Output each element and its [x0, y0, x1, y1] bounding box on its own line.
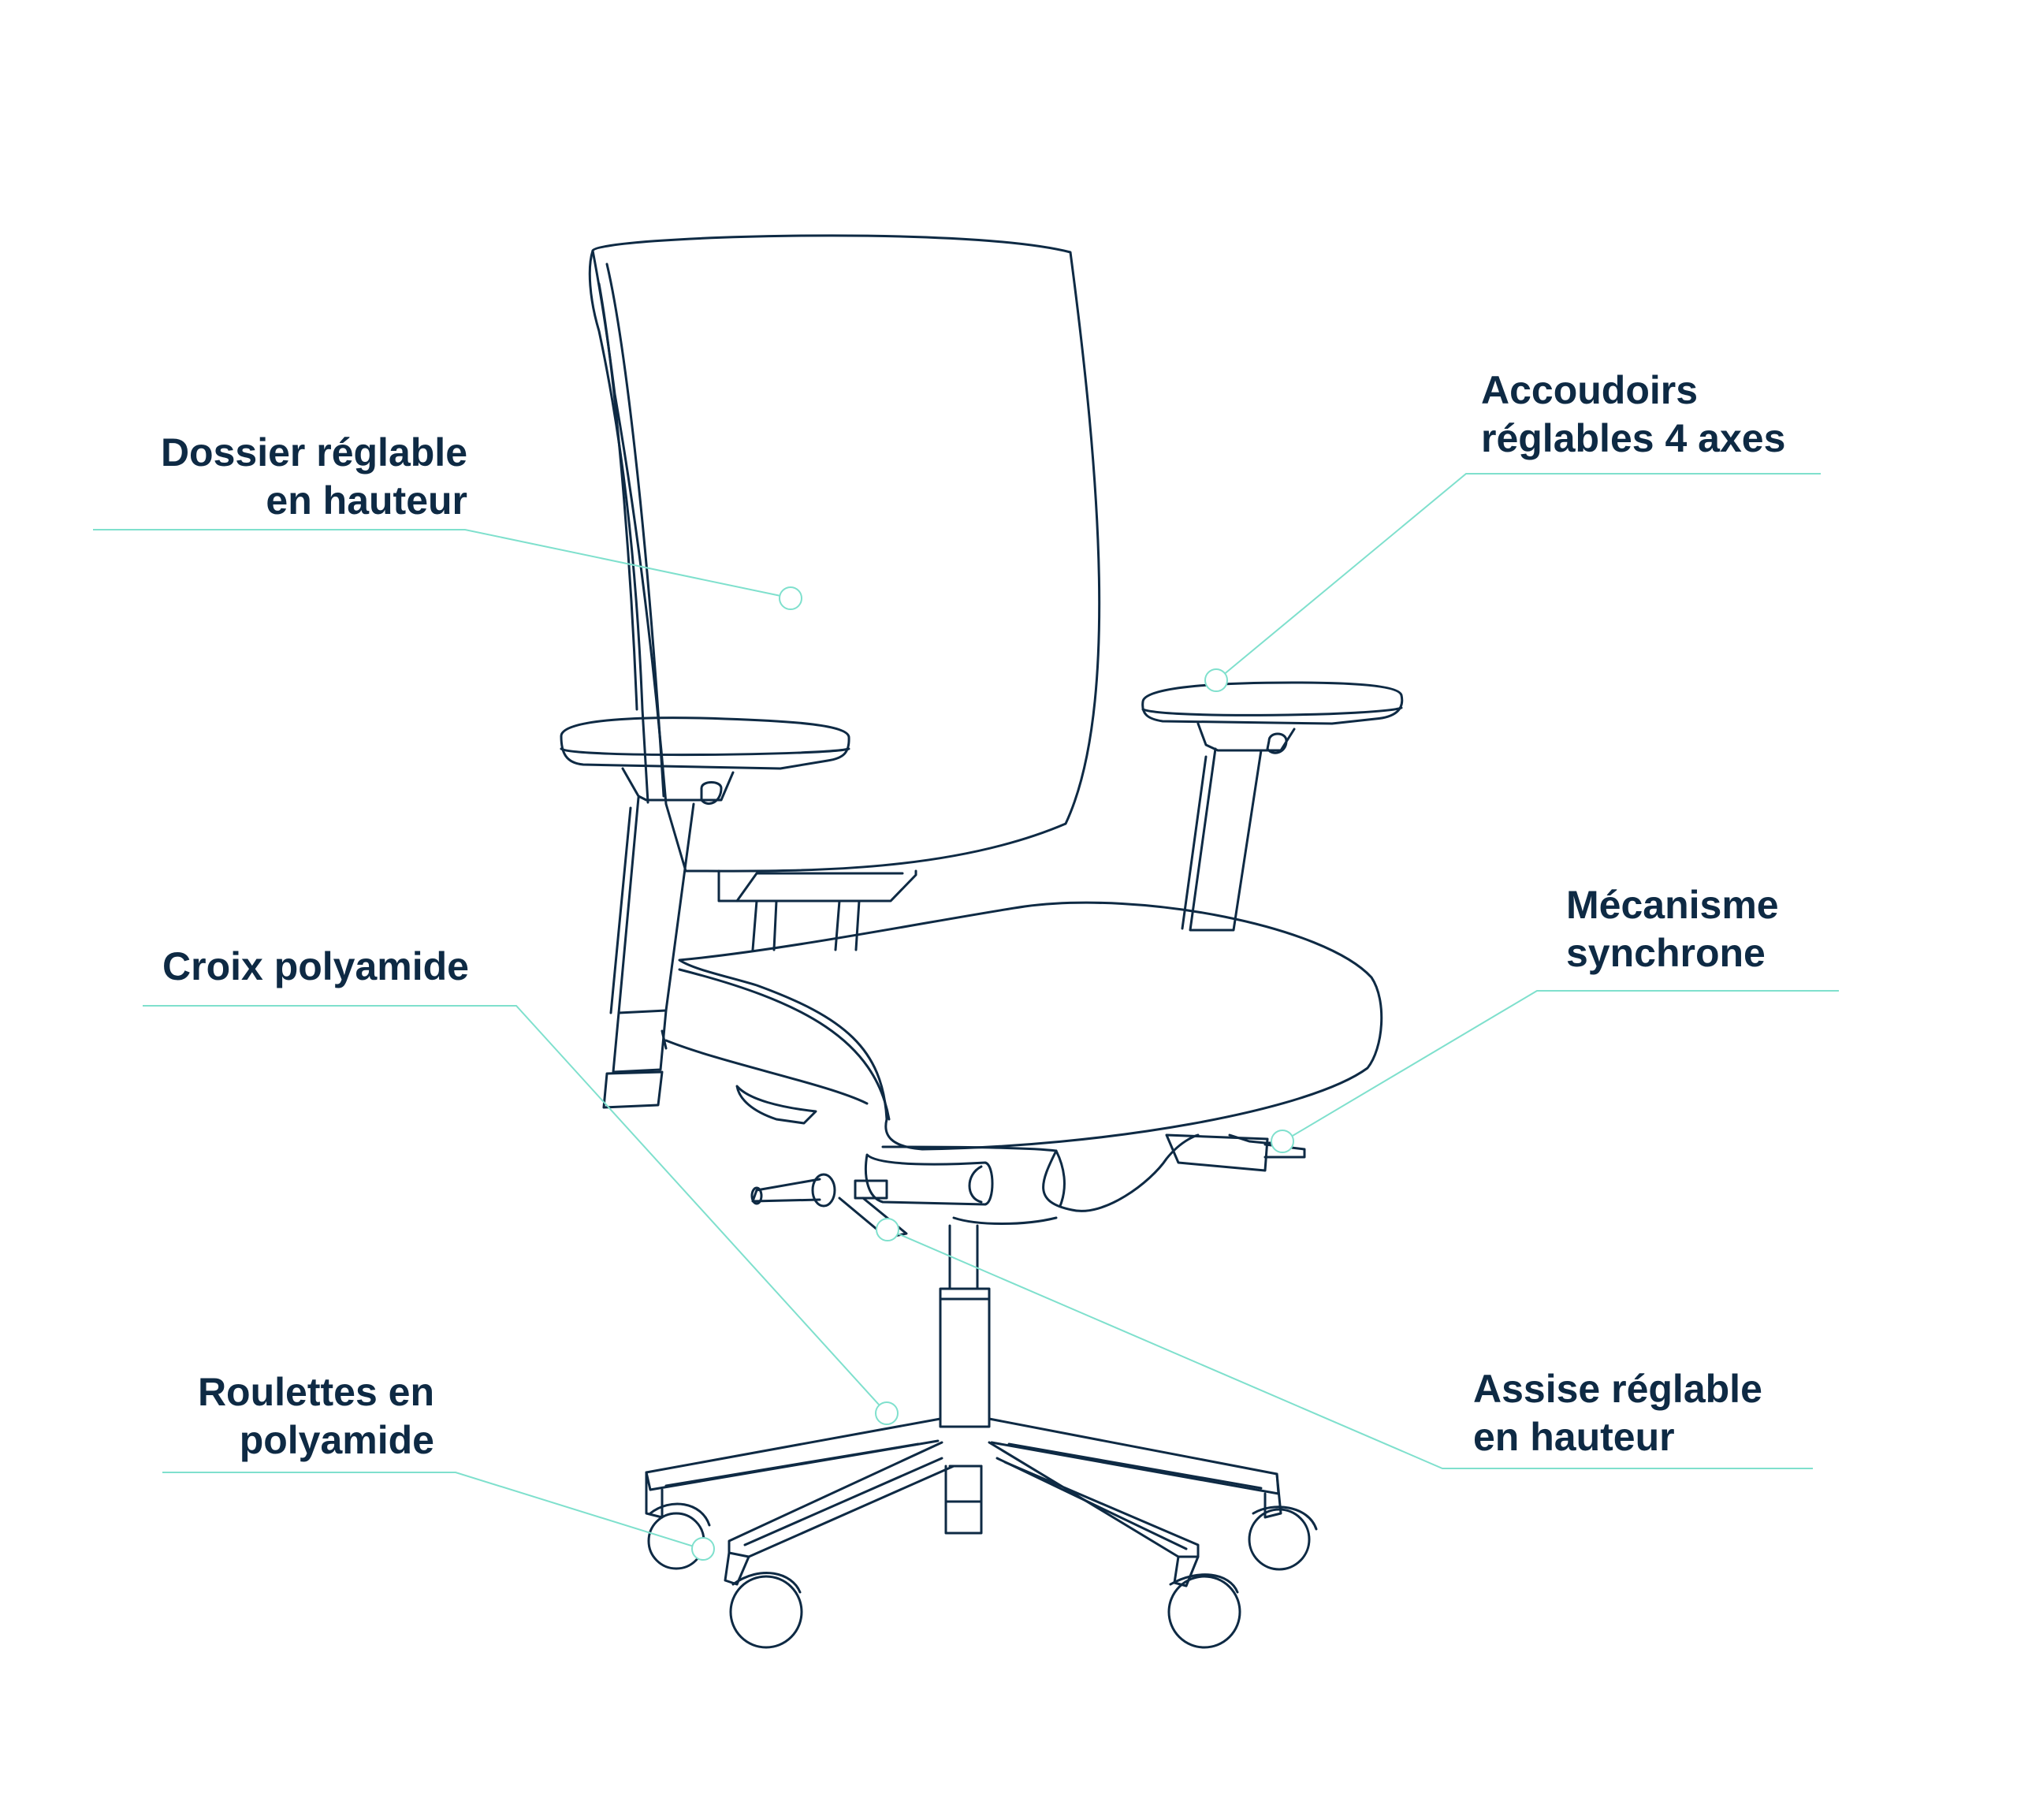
- label-croix: Croix polyamide: [162, 943, 469, 991]
- label-croix-line1: Croix polyamide: [162, 944, 469, 988]
- label-assise: Assise réglable en hauteur: [1473, 1365, 1762, 1461]
- label-roulettes: Roulettes en polyamide: [198, 1368, 434, 1465]
- leader-assise: [876, 1218, 1813, 1469]
- label-dossier-line2: en hauteur: [266, 478, 467, 523]
- label-accoudoirs-line1: Accoudoirs: [1481, 368, 1699, 412]
- label-dossier-line1: Dossier réglable: [160, 430, 467, 475]
- label-mecanisme: Mécanisme synchrone: [1566, 881, 1779, 977]
- mechanism: [735, 1085, 1306, 1239]
- leader-croix: [143, 1005, 899, 1425]
- star-base: [645, 1417, 1282, 1587]
- label-mecanisme-line2: synchrone: [1566, 931, 1766, 975]
- label-mecanisme-line1: Mécanisme: [1566, 883, 1779, 927]
- leader-accoudoirs: [1204, 473, 1821, 692]
- label-roulettes-line1: Roulettes en: [197, 1370, 434, 1414]
- back-bracket: [717, 869, 917, 951]
- leader-roulettes: [162, 1472, 715, 1561]
- right-armrest: [1141, 681, 1404, 932]
- leader-dossier: [93, 529, 802, 610]
- leader-mecanisme: [1271, 990, 1839, 1153]
- left-armrest: [560, 716, 850, 1109]
- leader-lines: [93, 473, 1839, 1561]
- label-assise-line1: Assise réglable: [1473, 1367, 1762, 1411]
- label-dossier: Dossier réglable en hauteur: [161, 429, 467, 525]
- backrest: [588, 234, 1101, 873]
- chair-illustration: [560, 234, 1404, 1649]
- label-accoudoirs: Accoudoirs réglables 4 axes: [1481, 367, 1785, 463]
- label-roulettes-line2: polyamide: [239, 1418, 434, 1462]
- gas-cylinder: [939, 1224, 991, 1535]
- label-accoudoirs-line2: réglables 4 axes: [1481, 416, 1786, 460]
- seat: [661, 901, 1383, 1151]
- label-assise-line2: en hauteur: [1473, 1415, 1675, 1459]
